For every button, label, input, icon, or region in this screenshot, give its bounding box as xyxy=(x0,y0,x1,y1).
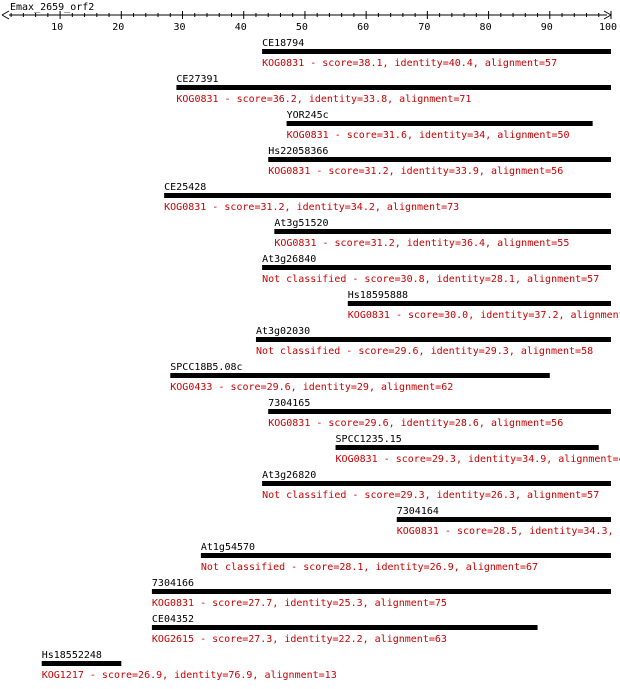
hit-alignment-bar xyxy=(268,409,611,414)
axis-tick-label: 80 xyxy=(480,22,492,33)
hit-description: KOG0831 - score=28.5, identity=34.3, ali… xyxy=(397,526,620,537)
hit-alignment-bar xyxy=(335,445,599,450)
hit-name: 7304166 xyxy=(152,578,194,589)
hit-description: KOG1217 - score=26.9, identity=76.9, ali… xyxy=(42,670,337,681)
hit-alignment-bar xyxy=(262,481,611,486)
sequence-axis: 10 20 30 40 50 60 70 80 90 100 xyxy=(1,10,617,33)
hit-alignment-bar xyxy=(262,49,611,54)
hit-alignment-bar xyxy=(262,265,611,270)
hit-alignment-bar xyxy=(200,553,611,558)
hit-name: 7304165 xyxy=(268,398,310,409)
hit-name: CE27391 xyxy=(176,74,218,85)
hit-name: Hs18595888 xyxy=(348,290,408,301)
hit-alignment-bar xyxy=(396,517,611,522)
hit-description: KOG0433 - score=29.6, identity=29, align… xyxy=(170,382,453,393)
hit-description: Not classified - score=29.6, identity=29… xyxy=(256,346,593,357)
hit-alignment-bar xyxy=(268,157,611,162)
axis-tick-label: 70 xyxy=(418,22,430,33)
hit-description: KOG0831 - score=27.7, identity=25.3, ali… xyxy=(152,598,447,609)
hit-name: SPCC1235.15 xyxy=(336,434,402,445)
hit-description: KOG0831 - score=31.2, identity=34.2, ali… xyxy=(164,202,459,213)
hit-description: Not classified - score=30.8, identity=28… xyxy=(262,274,599,285)
hit-alignment-bar xyxy=(176,85,612,90)
hit-name: 7304164 xyxy=(397,506,439,517)
axis-tick-label: 20 xyxy=(112,22,124,33)
hit-description: KOG0831 - score=38.1, identity=40.4, ali… xyxy=(262,58,557,69)
hit-name: At1g54570 xyxy=(201,542,255,553)
query-name: Emax_2659_orf2 xyxy=(10,2,94,13)
hit-description: Not classified - score=28.1, identity=26… xyxy=(201,562,538,573)
axis-right-arrow-icon xyxy=(603,10,612,20)
hit-name: At3g26840 xyxy=(262,254,316,265)
axis-tick-label: 40 xyxy=(235,22,247,33)
axis-tick-label: 10 xyxy=(51,22,63,33)
hit-alignment-bar xyxy=(170,373,550,378)
axis-left-arrow-icon xyxy=(1,10,10,20)
hit-description: KOG0831 - score=31.2, identity=33.9, ali… xyxy=(268,166,563,177)
hit-name: CE18794 xyxy=(262,38,304,49)
hit-description: KOG0831 - score=31.2, identity=36.4, ali… xyxy=(274,238,569,249)
hit-name: SPCC18B5.08c xyxy=(170,362,242,373)
hit-description: KOG0831 - score=30.0, identity=37.2, ali… xyxy=(348,310,620,321)
hit-alignment-bar xyxy=(151,589,611,594)
hit-alignment-bar xyxy=(274,229,611,234)
hit-description: Not classified - score=29.3, identity=26… xyxy=(262,490,599,501)
hit-alignment-bar xyxy=(347,301,611,306)
hit-description: KOG2615 - score=27.3, identity=22.2, ali… xyxy=(152,634,447,645)
hit-alignment-bar xyxy=(286,121,593,126)
hit-name: CE25428 xyxy=(164,182,206,193)
axis-tick-label: 60 xyxy=(357,22,369,33)
hit-alignment-bar xyxy=(41,661,122,666)
hit-name: Hs22058366 xyxy=(268,146,328,157)
hit-name: At3g02030 xyxy=(256,326,310,337)
hit-alignment-bar xyxy=(151,625,538,630)
hit-name: CE04352 xyxy=(152,614,194,625)
hit-name: Hs18552248 xyxy=(42,650,102,661)
hit-description: KOG0831 - score=31.6, identity=34, align… xyxy=(287,130,570,141)
hit-description: KOG0831 - score=29.6, identity=28.6, ali… xyxy=(268,418,563,429)
hit-alignment-bar xyxy=(255,337,611,342)
hit-name: YOR245c xyxy=(287,110,329,121)
hit-name: At3g51520 xyxy=(274,218,328,229)
axis-tick-label: 50 xyxy=(296,22,308,33)
hit-description: KOG0831 - score=36.2, identity=33.8, ali… xyxy=(176,94,471,105)
axis-tick-label: 30 xyxy=(173,22,185,33)
hit-name: At3g26820 xyxy=(262,470,316,481)
hit-description: KOG0831 - score=29.3, identity=34.9, ali… xyxy=(336,454,620,465)
axis-tick-label: 100 xyxy=(599,22,617,33)
hit-alignment-bar xyxy=(164,193,611,198)
axis-tick-label: 90 xyxy=(541,22,553,33)
